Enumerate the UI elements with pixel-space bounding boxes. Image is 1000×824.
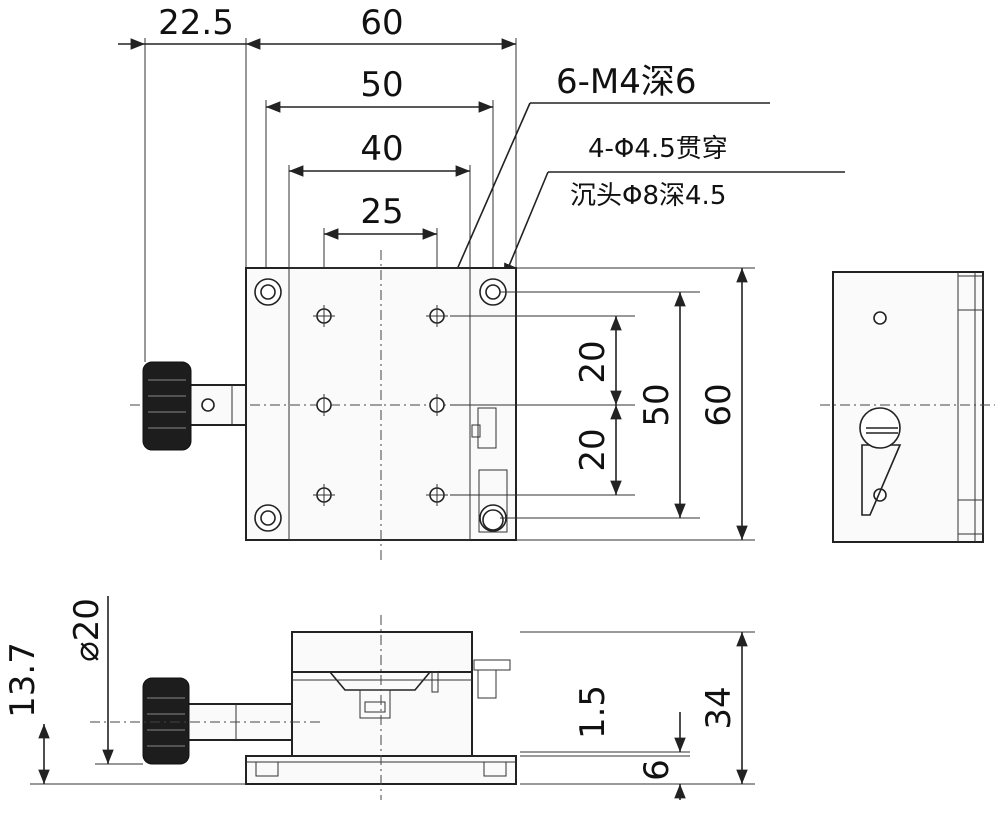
tapped-hole — [426, 305, 448, 327]
tapped-hole — [313, 305, 335, 327]
dim-stage-height: 34 — [699, 686, 739, 729]
counterbore-hole — [254, 504, 282, 532]
knob-side-icon — [142, 677, 293, 765]
dim-hole-span-mid: 40 — [360, 129, 403, 169]
dim-pitch-lower: 20 — [573, 428, 613, 471]
counterbore-hole — [479, 278, 507, 306]
note-tapped-holes: 6-M4深6 — [556, 62, 697, 102]
lock-lever — [471, 407, 508, 533]
dim-pitch-upper: 20 — [573, 340, 613, 383]
dim-height-total: 60 — [699, 383, 739, 426]
dim-gap: 1.5 — [573, 685, 613, 739]
note-counterbore: 沉头Φ8深4.5 — [570, 181, 726, 211]
note-through-holes: 4-Φ4.5贯穿 — [588, 134, 728, 164]
side-view — [820, 271, 995, 543]
knob-icon — [142, 361, 247, 451]
dim-hole-span-inner: 25 — [360, 192, 403, 232]
tapped-hole — [313, 484, 335, 506]
tapped-hole — [316, 394, 332, 416]
tapped-hole — [429, 394, 445, 416]
dim-knob-diameter: ⌀20 — [67, 598, 107, 662]
tapped-hole — [426, 484, 448, 506]
dim-hole-span-outer: 50 — [360, 65, 403, 105]
top-view: 22.5 60 50 40 25 6-M4深6 4-Φ4.5贯穿 沉头Φ8深4.… — [118, 3, 845, 560]
dim-offset-knob: 22.5 — [158, 3, 234, 43]
dim-width-total: 60 — [360, 3, 403, 43]
counterbore-hole — [254, 278, 282, 306]
dim-base-thickness: 6 — [637, 759, 677, 781]
dim-height-mid: 50 — [637, 383, 677, 426]
front-view: 13.7 ⌀20 1.5 6 34 — [3, 596, 755, 800]
dim-knob-height: 13.7 — [3, 642, 43, 718]
